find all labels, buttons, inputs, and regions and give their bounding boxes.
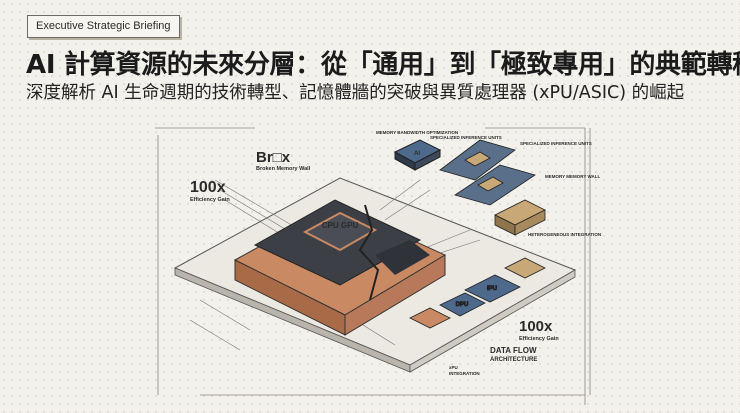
- svg-text:Efficiency Gain: Efficiency Gain: [519, 336, 559, 342]
- frame-lines: [155, 127, 591, 405]
- svg-text:INTEGRATION: INTEGRATION: [449, 371, 480, 376]
- memory-modules: [439, 139, 546, 236]
- svg-text:xPU: xPU: [449, 365, 458, 370]
- svg-text:AI: AI: [414, 151, 420, 157]
- svg-text:Efficiency Gain: Efficiency Gain: [190, 197, 230, 203]
- page-subtitle: 深度解析 AI 生命週期的技術轉型、記憶體牆的突破與異質處理器 (xPU/ASI…: [26, 83, 685, 103]
- svg-text:ARCHITECTURE: ARCHITECTURE: [490, 357, 537, 363]
- svg-text:100x: 100x: [519, 318, 553, 335]
- svg-text:100x: 100x: [190, 179, 226, 196]
- ipu-chip: IPU: [464, 274, 521, 303]
- svg-text:IPU: IPU: [487, 286, 497, 292]
- svg-text:HETEROGENEOUS INTEGRATION: HETEROGENEOUS INTEGRATION: [528, 232, 601, 237]
- svg-text:DPU: DPU: [456, 302, 469, 308]
- gold-chip: [504, 257, 546, 279]
- page-title: AI 計算資源的未來分層：從「通用」到「極致專用」的典範轉移: [26, 50, 740, 80]
- cpu-gpu-chip: CPU GPU: [233, 199, 447, 336]
- svg-text:Broken Memory Wall: Broken Memory Wall: [256, 166, 311, 172]
- svg-text:MEMORY MEMORY WALL: MEMORY MEMORY WALL: [545, 174, 601, 179]
- copper-chip: [409, 307, 451, 329]
- cpu-gpu-label: CPU GPU: [322, 221, 359, 230]
- dpu-chip: DPU: [439, 292, 486, 317]
- svg-text:MEMORY BANDWIDTH OPTIMIZATION: MEMORY BANDWIDTH OPTIMIZATION: [376, 130, 458, 135]
- svg-text:SPECIALIZED INFERENCE UNITS: SPECIALIZED INFERENCE UNITS: [430, 135, 502, 140]
- svg-text:DATA FLOW: DATA FLOW: [490, 346, 537, 355]
- broken-wall-heading: Br□x: [256, 149, 291, 166]
- ai-chip: AI: [393, 139, 442, 171]
- briefing-badge: Executive Strategic Briefing: [27, 15, 180, 38]
- svg-text:SPECIALIZED INFERENCE UNITS: SPECIALIZED INFERENCE UNITS: [520, 141, 592, 146]
